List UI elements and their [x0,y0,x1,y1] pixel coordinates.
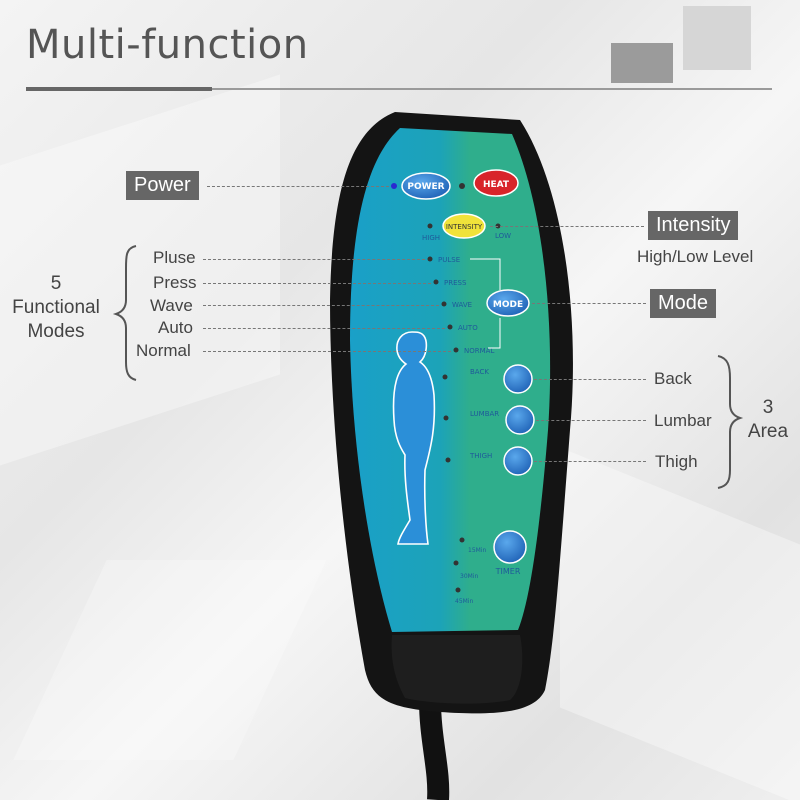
low-label: LOW [495,232,511,240]
mode-press-leader [203,283,431,284]
mode-bracket [470,258,501,290]
heat-button[interactable]: HEAT [473,169,519,197]
back-led [442,374,448,380]
timer-button[interactable] [493,530,527,564]
modes-group-line2: Functional [12,297,100,318]
wave-led [441,301,447,307]
mode-auto-leader [203,328,445,329]
timer-30-label: 30Min [460,573,478,580]
thigh-area-label: THIGH [469,452,492,460]
mode-normal-label: Normal [136,341,191,360]
mode-wave-label: Wave [150,296,193,315]
wave-label: WAVE [452,301,472,309]
remote-grip [391,635,523,704]
lumbar-button[interactable] [505,405,535,435]
area-group-label: 3 Area [740,396,796,444]
area-group-count: 3 [762,397,774,418]
power-leader-line [207,186,389,187]
mode-auto-label: Auto [158,318,193,337]
normal-label: NORMAL [464,347,494,355]
svg-text:POWER: POWER [407,182,444,192]
body-figure-icon [392,331,436,545]
timer-label: TIMER [495,567,521,576]
lumbar-led [443,415,449,421]
back-area-label: BACK [470,368,489,376]
area-lumbar-label: Lumbar [654,411,712,430]
timer-led-15 [459,537,465,543]
svg-text:HEAT: HEAT [483,180,510,190]
modes-group-count: 5 [50,273,62,294]
mode-normal-leader [203,351,451,352]
modes-group-label: 5 Functional Modes [0,272,112,344]
title-divider-accent [26,87,212,91]
area-thigh-label: Thigh [655,452,698,471]
power-button[interactable]: POWER [401,172,451,200]
back-button[interactable] [503,364,533,394]
page-title: Multi-function [26,22,309,68]
mode-bracket [488,318,501,349]
timer-45-label: 45Min [455,598,473,605]
intensity-button[interactable]: INTENSITY [442,213,486,239]
mode-pluse-leader [203,259,425,260]
pulse-label: PULSE [438,256,460,264]
area-back-leader [534,379,646,380]
lumbar-area-label: LUMBAR [470,410,499,418]
intensity-subtitle: High/Low Level [637,247,754,266]
press-label: PRESS [444,279,467,287]
pulse-led [427,256,433,262]
mode-wave-leader [203,305,439,306]
mode-callout: Mode [650,289,717,318]
power-led [391,183,397,189]
decor-square-light [683,6,751,70]
timer-led-30 [453,560,459,566]
mode-leader-line [532,303,646,304]
auto-label: AUTO [458,324,478,332]
mode-press-label: Press [153,273,197,292]
intensity-leader-line [490,226,644,227]
svg-text:MODE: MODE [493,300,523,310]
thigh-led [445,457,451,463]
area-thigh-leader [534,461,646,462]
title-divider [26,88,772,90]
intensity-callout: Intensity [648,211,739,240]
thigh-button[interactable] [503,446,533,476]
timer-15-label: 15Min [468,547,486,554]
area-lumbar-leader [536,420,646,421]
power-callout: Power [126,171,199,200]
normal-led [453,347,459,353]
decor-square-dark [611,43,673,83]
mode-button[interactable]: MODE [486,289,530,317]
remote-panel [350,128,551,632]
svg-text:INTENSITY: INTENSITY [446,223,483,231]
mode-pluse-label: Pluse [153,248,196,267]
cable [419,699,450,800]
area-group-line2: Area [747,421,789,442]
timer-led-45 [455,587,461,593]
high-label: HIGH [422,234,440,242]
heat-led [459,183,465,189]
area-back-label: Back [654,369,692,388]
modes-group-line3: Modes [27,321,85,342]
auto-led [447,324,453,330]
press-led [433,279,439,285]
high-led [427,223,433,229]
